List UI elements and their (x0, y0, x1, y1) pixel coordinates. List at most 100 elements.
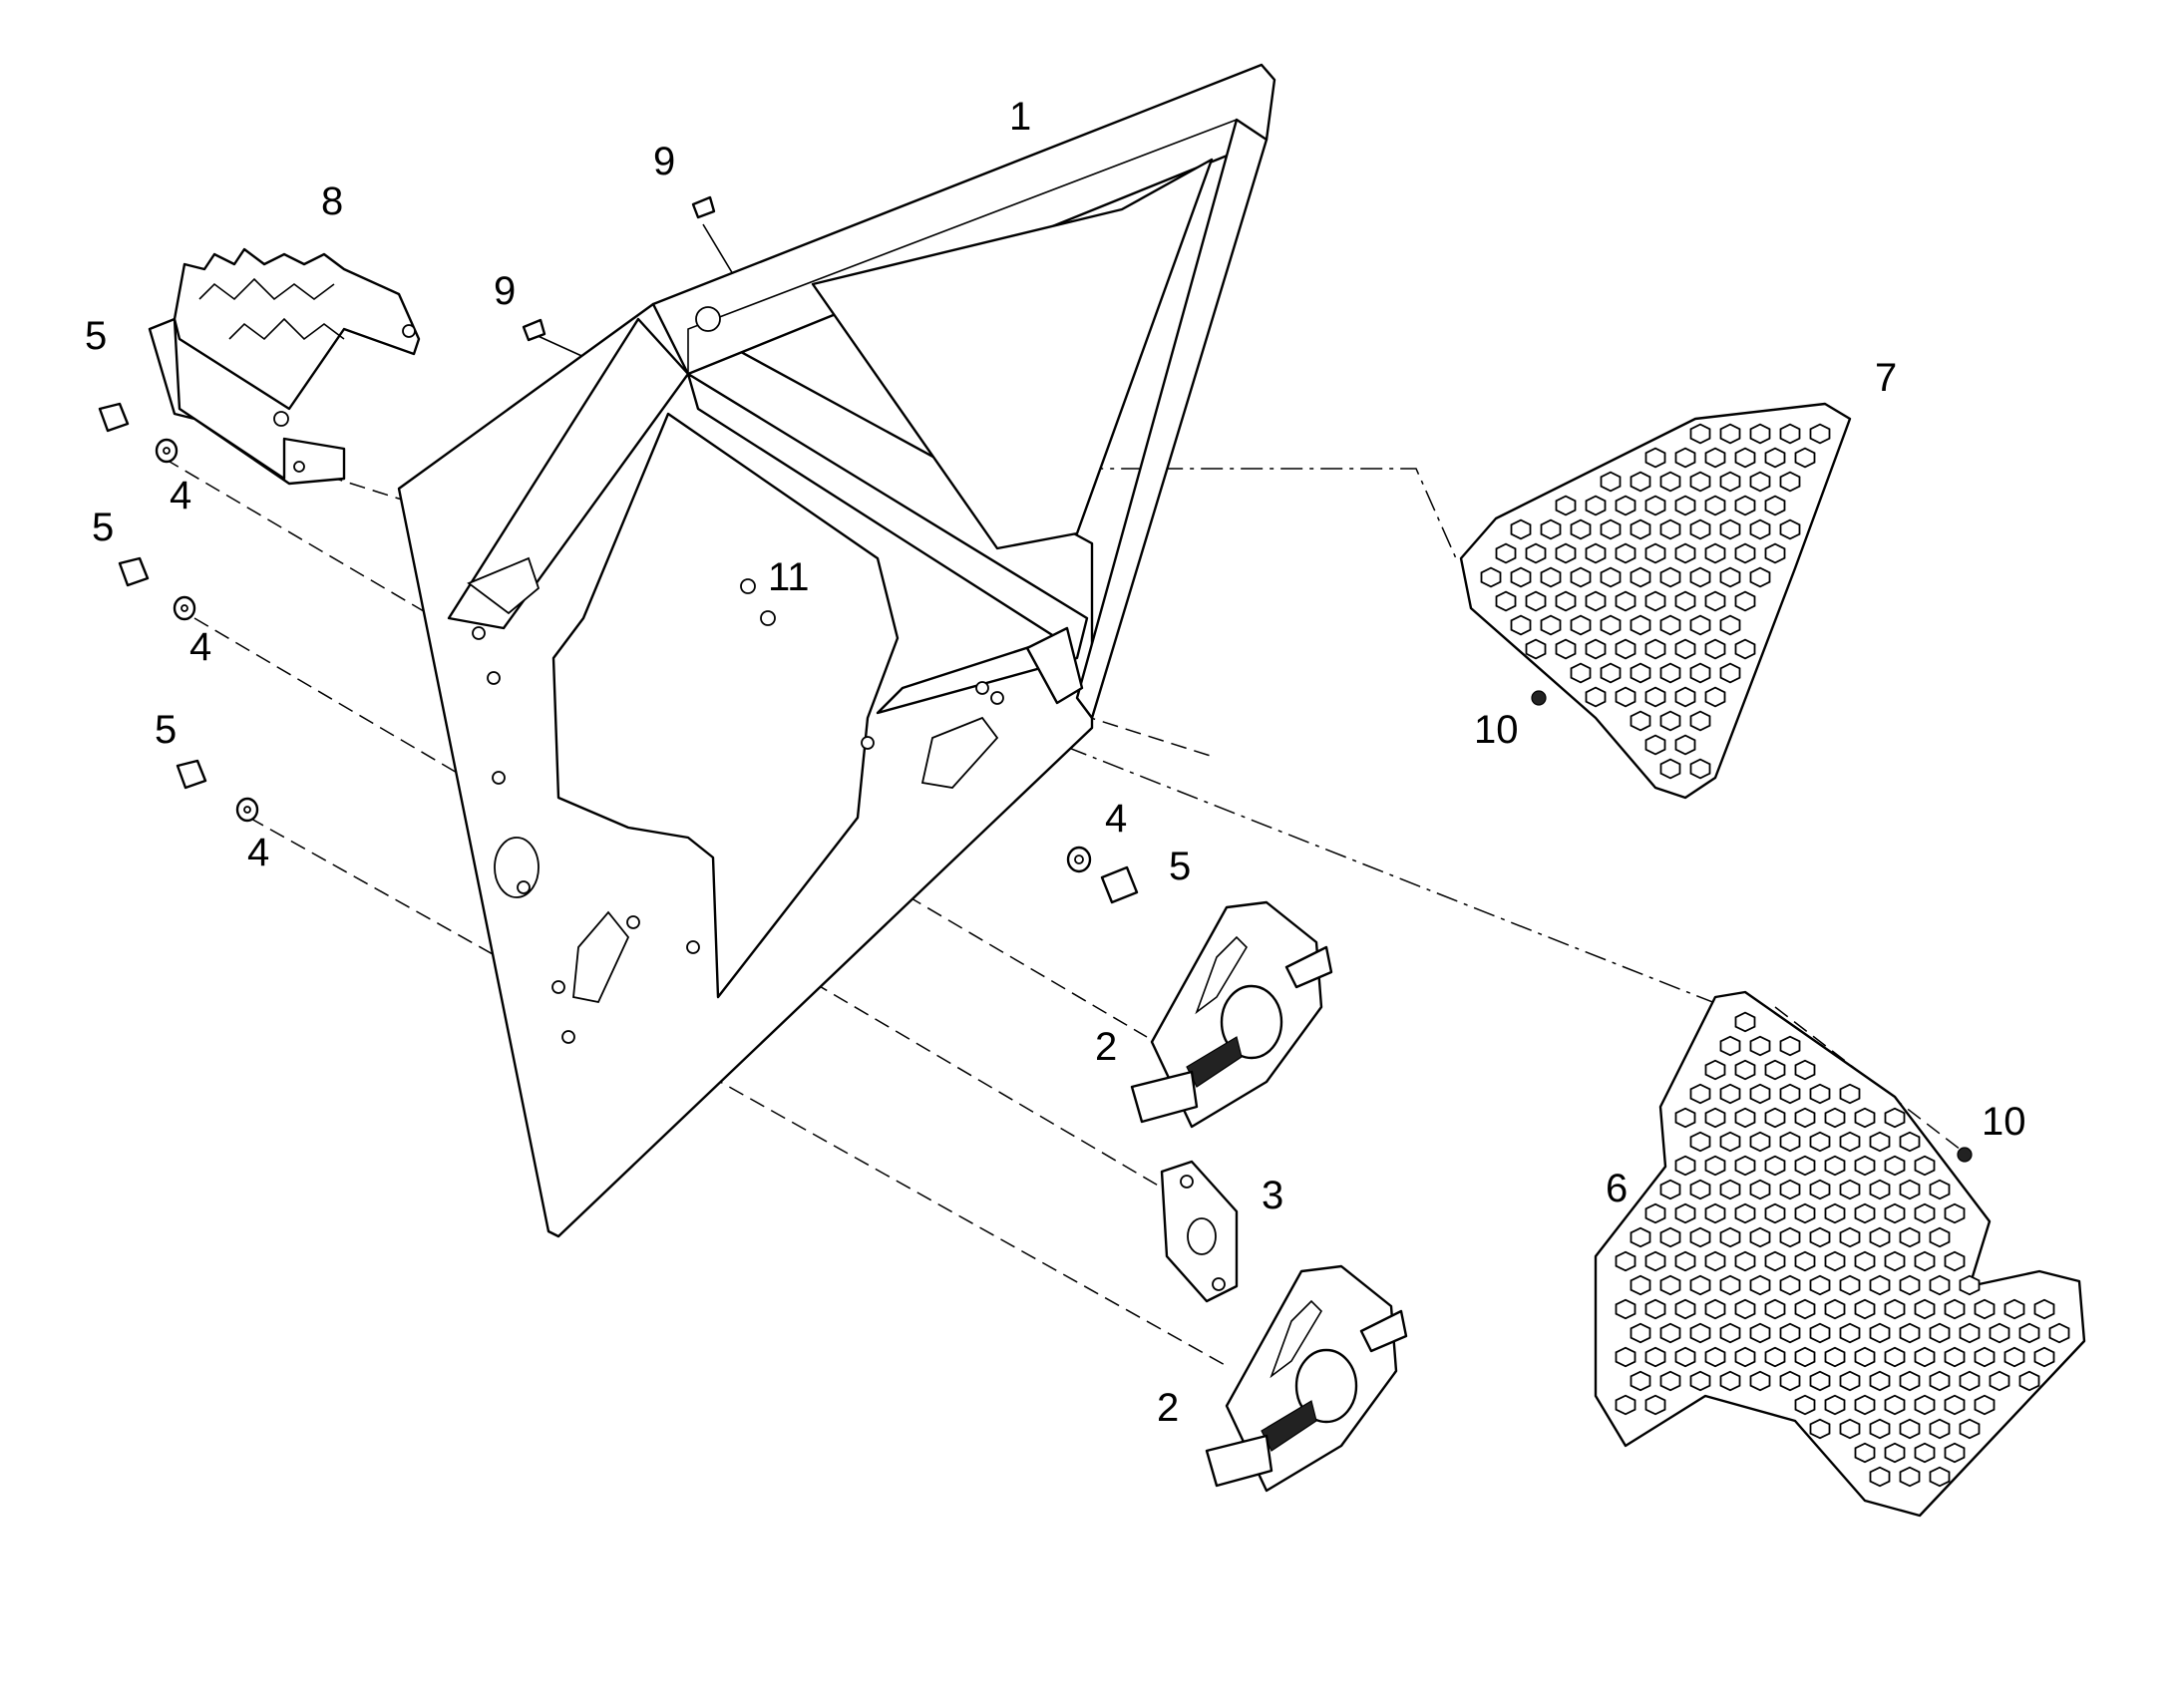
callout-5-top: 5 (85, 314, 107, 358)
mesh-hexagon (1884, 1346, 1906, 1368)
mesh-hexagon (1779, 423, 1801, 445)
mesh-hexagon (1839, 1131, 1861, 1153)
mesh-hexagon (1749, 1274, 1771, 1296)
mesh-hexagon (1914, 1394, 1936, 1416)
mesh-hexagon (1914, 1250, 1936, 1272)
bolt-icon (176, 759, 207, 790)
mesh-hexagon (1839, 1083, 1861, 1105)
mesh-hexagon (1659, 566, 1681, 588)
mesh-hexagon (1704, 638, 1726, 660)
mesh-hexagon (1734, 638, 1756, 660)
mesh-hexagon (1749, 423, 1771, 445)
mesh-hexagon (1615, 686, 1636, 708)
mesh-hexagon (1854, 1346, 1876, 1368)
mesh-hexagon (1495, 590, 1517, 612)
mesh-hexagon (1719, 566, 1741, 588)
callout-2-upper: 2 (1095, 1025, 1117, 1069)
mesh-hexagon (1734, 1059, 1756, 1081)
mesh-hexagon (1854, 1298, 1876, 1320)
callout-10-upper: 10 (1474, 708, 1519, 752)
callout-4-right: 4 (1105, 797, 1127, 841)
spacer-plate-part (1160, 1160, 1239, 1303)
mesh-hexagon (1779, 1322, 1801, 1344)
mesh-hexagon (1779, 1131, 1801, 1153)
frame-hole (551, 980, 565, 994)
callout-8: 8 (321, 179, 343, 223)
callout-5-middle: 5 (92, 506, 114, 549)
mesh-hexagon (1674, 447, 1696, 469)
frame-hole-top (695, 306, 721, 332)
mesh-hexagon (1854, 1394, 1876, 1416)
mesh-hexagon (1480, 566, 1502, 588)
mesh-hexagon (1809, 1274, 1831, 1296)
mesh-hexagon (1809, 423, 1831, 445)
mesh-hexagon (1764, 1298, 1786, 1320)
bolt-icon (1100, 865, 1139, 904)
mesh-hexagon (1899, 1370, 1921, 1392)
frame-hole-large-left (494, 837, 540, 898)
mesh-hexagon (1809, 1131, 1831, 1153)
mesh-hexagon (1839, 1370, 1861, 1392)
frame-hole (861, 736, 875, 750)
mesh-hexagon (1659, 1370, 1681, 1392)
mesh-hexagon (1585, 638, 1607, 660)
mesh-hexagon (1510, 566, 1532, 588)
mesh-hexagon (1734, 1250, 1756, 1272)
mesh-hexagon (1794, 1059, 1816, 1081)
mesh-hexagon (1884, 1107, 1906, 1129)
assembly-line-panel-6 (916, 687, 1726, 1008)
callout-4-top: 4 (170, 474, 191, 517)
mesh-hexagon (1689, 566, 1711, 588)
mesh-hexagon (1899, 1418, 1921, 1440)
mesh-hexagon (1644, 542, 1666, 564)
mesh-hexagon (1884, 1442, 1906, 1464)
mesh-hexagon (1929, 1226, 1951, 1248)
mesh-hexagon (1734, 447, 1756, 469)
mesh-hexagon (1719, 471, 1741, 493)
mesh-hexagon (1899, 1226, 1921, 1248)
mesh-hexagon (1884, 1394, 1906, 1416)
mesh-hexagon (1974, 1346, 1996, 1368)
mesh-hexagon (1884, 1250, 1906, 1272)
mesh-hexagon (1659, 1179, 1681, 1200)
mesh-hexagon (1689, 1370, 1711, 1392)
mesh-hexagon (1839, 1322, 1861, 1344)
mesh-hexagon (1644, 1202, 1666, 1224)
mesh-hexagon (1659, 1322, 1681, 1344)
mesh-hexagon (1704, 447, 1726, 469)
mesh-hexagon (1689, 1274, 1711, 1296)
mesh-hexagon (1615, 590, 1636, 612)
mesh-hexagon (1749, 471, 1771, 493)
mesh-hexagon (1630, 1370, 1651, 1392)
mesh-hexagon (1929, 1418, 1951, 1440)
mesh-hexagon (1764, 1250, 1786, 1272)
frame-hole (561, 1030, 575, 1044)
mesh-hexagon (1630, 1322, 1651, 1344)
frame-slot-left (467, 556, 541, 615)
mesh-hexagon (1734, 1346, 1756, 1368)
step-plate-hole (402, 324, 416, 338)
mesh-hexagon (1779, 1274, 1801, 1296)
step-plate-side (148, 317, 346, 486)
mesh-hexagon (1944, 1442, 1966, 1464)
mesh-hexagon (1644, 1394, 1666, 1416)
callout-11: 11 (768, 555, 810, 599)
mesh-hexagon (2033, 1346, 2055, 1368)
mesh-hexagon (1899, 1322, 1921, 1344)
nut-icon (760, 610, 776, 626)
mesh-hexagon (1704, 686, 1726, 708)
mesh-hexagon (1659, 1226, 1681, 1248)
mesh-hexagon (1839, 1418, 1861, 1440)
mesh-hexagon (1644, 1346, 1666, 1368)
leader-screw-9b (533, 333, 589, 360)
mesh-hexagon (1749, 1083, 1771, 1105)
mesh-hexagon (1854, 1155, 1876, 1177)
mesh-hexagon (1674, 1107, 1696, 1129)
mesh-hexagon (1749, 1131, 1771, 1153)
mesh-hexagon (1944, 1298, 1966, 1320)
mesh-hexagon (1854, 1442, 1876, 1464)
mesh-hexagon (1824, 1107, 1846, 1129)
mesh-hexagon (1824, 1394, 1846, 1416)
mesh-hexagon (1749, 1226, 1771, 1248)
mesh-hexagon (1674, 1346, 1696, 1368)
